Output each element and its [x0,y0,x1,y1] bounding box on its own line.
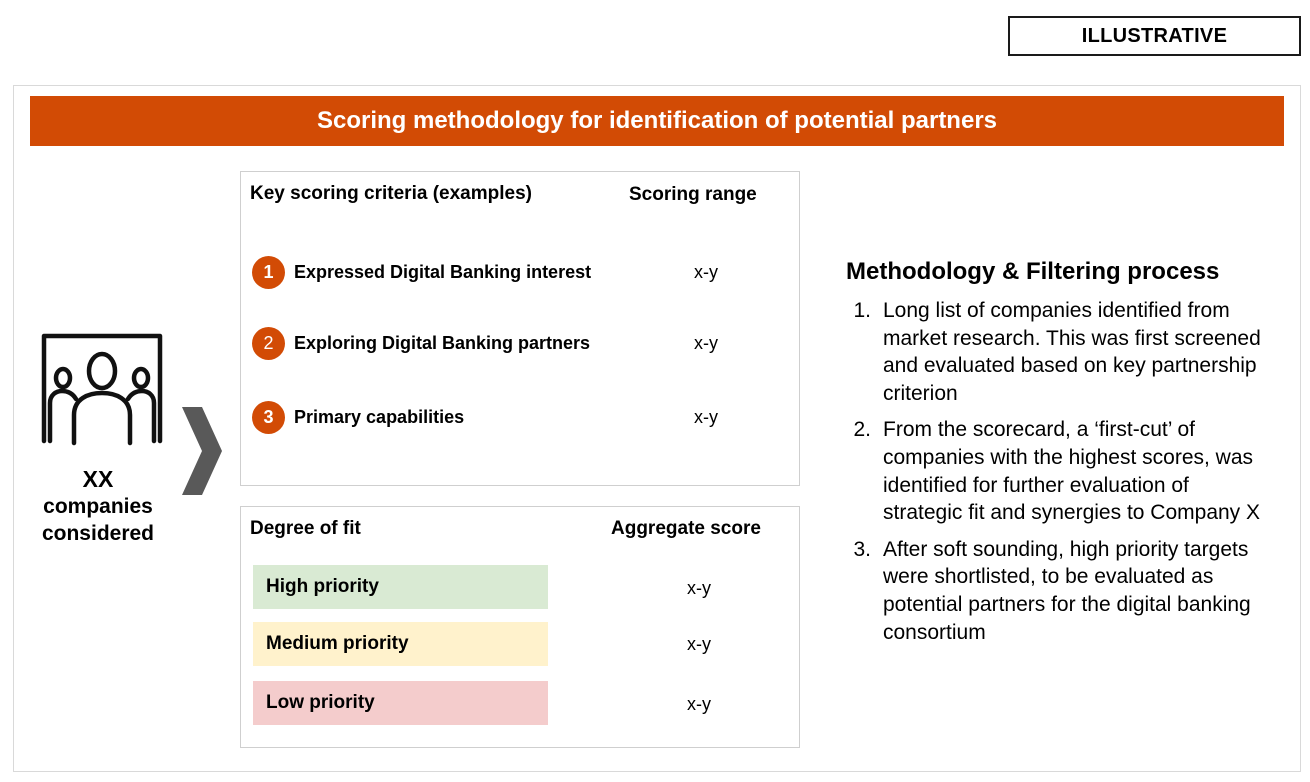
methodology-steps: 1. Long list of companies identified fro… [846,297,1266,655]
aggregate-score-value: x-y [687,634,711,654]
banner-title: Scoring methodology for identification o… [30,96,1284,146]
aggregate-score-value: x-y [687,578,711,598]
scoring-criteria-panel: Key scoring criteria (examples) Scoring … [240,171,800,486]
criteria-row: 3 Primary capabilities x-y [251,400,791,434]
step-number: 3. [853,537,871,561]
range-header: Scoring range [629,184,757,205]
companies-count: XX [82,466,114,492]
methodology-step: 2. From the scorecard, a ‘first-cut’ of … [846,416,1266,526]
fit-header: Degree of fit [250,518,361,539]
criteria-header: Key scoring criteria (examples) [250,183,532,204]
medium-priority-bar: Medium priority [253,622,548,666]
low-priority-bar: Low priority [253,681,548,725]
number-badge: 1 [252,255,285,289]
criteria-label: Exploring Digital Banking partners [294,332,591,353]
criteria-label: Expressed Digital Banking interest [294,261,592,282]
degree-of-fit-panel: Degree of fit Aggregate score High prior… [240,506,800,748]
methodology-step: 3. After soft sounding, high priority ta… [846,536,1266,646]
chevron-right-icon [182,407,222,495]
number-badge: 2 [252,326,285,360]
aggregate-score-value: x-y [687,694,711,714]
illustrative-tag: ILLUSTRATIVE [1008,16,1301,56]
criteria-label: Primary capabilities [294,406,465,427]
aggregate-score-header: Aggregate score [611,518,761,539]
step-text: Long list of companies identified from m… [883,299,1261,405]
step-number: 1. [853,299,871,322]
step-text: After soft sounding, high priority targe… [883,537,1251,644]
companies-label-text: companies considered [41,495,155,545]
criteria-row: 1 Expressed Digital Banking interest x-y [251,255,791,289]
people-group-icon [41,333,163,446]
methodology-title: Methodology & Filtering process [846,258,1220,285]
scoring-range-value: x-y [694,406,718,427]
slide-frame [13,85,1301,772]
methodology-step: 1. Long list of companies identified fro… [846,297,1266,407]
step-number: 2. [853,418,871,442]
scoring-range-value: x-y [694,332,718,353]
criteria-row: 2 Exploring Digital Banking partners x-y [251,326,791,360]
step-text: From the scorecard, a ‘first-cut’ of com… [883,418,1261,525]
companies-considered: XX companies considered [18,466,178,547]
scoring-range-value: x-y [694,261,718,282]
high-priority-bar: High priority [253,565,548,609]
number-badge: 3 [252,400,285,434]
